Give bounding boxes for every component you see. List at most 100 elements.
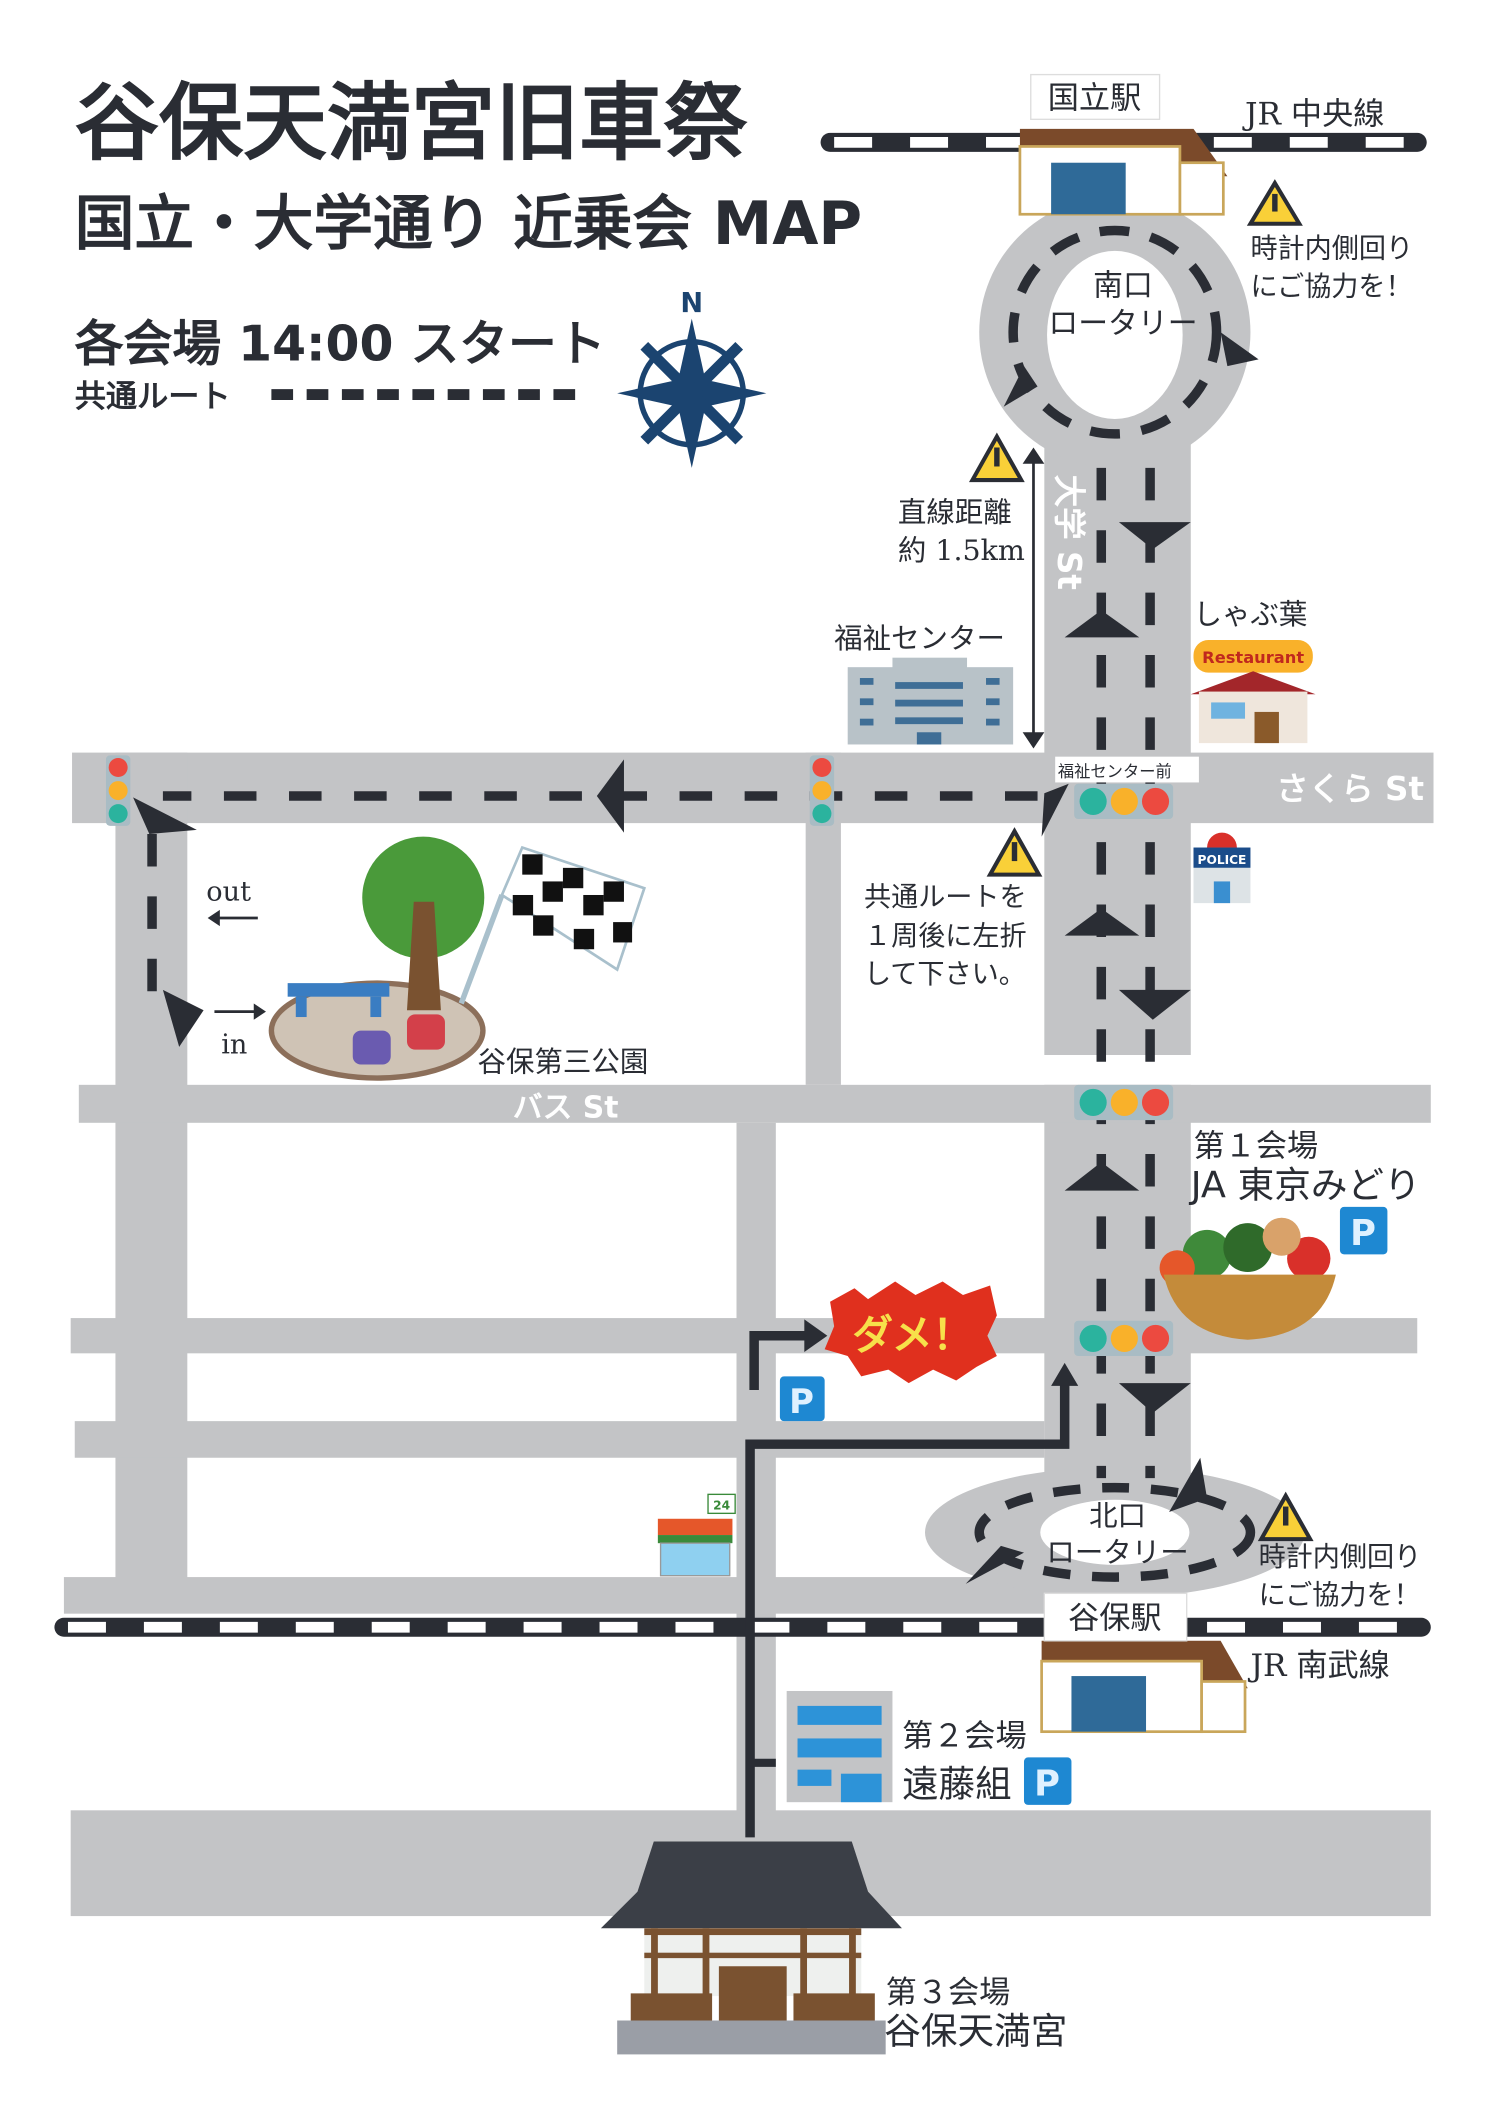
yaho-station-icon [1040, 1640, 1248, 1734]
route-markings [133, 225, 1259, 1584]
route-note-line-1: 共通ルートを [864, 882, 1027, 913]
arrow-up-icon [1051, 1362, 1079, 1386]
north-rotary-note-2: にご協力を！ [1259, 1580, 1421, 1611]
vegetable-basket-icon [1159, 1217, 1336, 1340]
south-rotary-label: 南口 [1093, 269, 1153, 304]
police-station-icon: POLICE [1193, 832, 1251, 904]
traffic-light-icon [1074, 1320, 1174, 1357]
warning-icon [1257, 1491, 1314, 1542]
park-label: 谷保第三公園 [478, 1045, 649, 1078]
checkered-flag-icon [458, 845, 647, 1005]
south-rotary-note-2: にご協力を！ [1250, 272, 1412, 303]
traffic-light-icon [809, 755, 835, 826]
chuo-line-label: JR 中央線 [1242, 97, 1384, 133]
arrow-up-icon [1064, 610, 1140, 638]
common-route-legend-label: 共通ルート [75, 379, 231, 415]
page-title: 谷保天満宮旧車祭 [75, 74, 748, 172]
daigaku-street-north [1044, 406, 1191, 1055]
convenience-store-icon: 24 [657, 1493, 736, 1577]
office-building-icon [786, 1690, 893, 1803]
traffic-light-icon [105, 755, 131, 826]
venue-3-name: 谷保天満宮 [884, 2010, 1067, 2053]
park-out-label: out [206, 876, 251, 907]
park-icon [268, 836, 486, 1081]
venue-1-number: 第１会場 [1193, 1129, 1318, 1165]
sakura-street [72, 752, 1434, 824]
restaurant-sign-text: Restaurant [1202, 648, 1304, 667]
arrow-left-icon [596, 759, 624, 833]
compass-north-label: N [680, 288, 703, 319]
venue-3-number: 第３会場 [886, 1975, 1011, 2011]
arrow-icon [965, 1545, 1024, 1584]
arrow-up-icon [1064, 1162, 1140, 1191]
compass-rose-icon: N [617, 288, 767, 468]
office-building-icon [847, 657, 1014, 745]
no-entry-label: ダメ！ [852, 1311, 973, 1359]
route-note-line-3: して下さい。 [864, 959, 1026, 990]
yaho-station-name: 谷保駅 [1068, 1601, 1162, 1637]
north-rotary-label: 北口 [1089, 1500, 1146, 1533]
restaurant-icon: Restaurant [1190, 640, 1316, 744]
shrine-access-street [736, 1122, 776, 1815]
traffic-light-icon [1074, 783, 1174, 820]
warning-icon [1246, 179, 1303, 226]
arrow-left-icon [207, 909, 258, 927]
side-street-1 [70, 1318, 1418, 1354]
warning-icon [986, 827, 1043, 877]
arrow-icon [1220, 332, 1259, 367]
north-rotary-route [974, 1482, 1256, 1582]
parking-access-path [745, 1319, 1079, 1838]
distance-label: 直線距離 [898, 496, 1012, 529]
venue-1-parking: P [1350, 1213, 1376, 1254]
park-in-label: in [221, 1030, 247, 1061]
arrow-up-icon [1064, 908, 1140, 936]
arrow-down-icon [162, 989, 204, 1047]
arrow-right-icon [214, 1003, 266, 1020]
daigaku-street-label: 大学 St [1050, 475, 1088, 590]
side-street-3 [63, 1577, 1045, 1614]
kunitachi-station-name: 国立駅 [1048, 80, 1142, 116]
parking-icon: P [1023, 1757, 1072, 1805]
kunitachi-station-icon [1018, 128, 1228, 216]
north-rotary-note: 時計内側回り [1259, 1542, 1422, 1573]
venue-2-number: 第２会場 [902, 1719, 1027, 1755]
venue-2-name: 遠藤組 [902, 1763, 1012, 1806]
yaho-station-sign [1043, 1592, 1188, 1642]
arrow-right-icon [804, 1319, 828, 1352]
shabu-yo-label: しゃぶ葉 [1193, 598, 1307, 631]
venue-1-name: JA 東京みどり [1189, 1163, 1421, 1206]
venue-2-parking: P [1034, 1763, 1060, 1804]
welfare-center-label: 福祉センター [834, 622, 1005, 655]
south-rotary-route [1008, 225, 1222, 439]
arrow-turn-icon [133, 797, 197, 834]
arrow-icon [1169, 1457, 1208, 1512]
police-sign-text: POLICE [1198, 853, 1247, 867]
convenience-store-sign: 24 [713, 1498, 730, 1512]
parking-icon: P [1339, 1206, 1388, 1255]
shrine-icon [600, 1841, 902, 2055]
page-subtitle: 国立・大学通り 近乗会 MAP [75, 190, 862, 259]
arrow-down-icon [1118, 989, 1191, 1020]
no-entry-burst-icon: ダメ！ [824, 1281, 997, 1384]
south-rotary-note: 時計内側回り [1250, 234, 1413, 265]
nambu-line-label: JR 南武線 [1247, 1648, 1389, 1684]
south-rotary-label-2: ロータリー [1048, 307, 1197, 342]
arrow-down-icon [1118, 522, 1191, 550]
bus-street-label: バス St [513, 1090, 619, 1125]
start-time: 各会場 14:00 スタート [75, 316, 606, 373]
traffic-light-icon [1074, 1084, 1174, 1121]
distance-double-arrow-icon [1022, 447, 1045, 749]
parking-lot-label: P [789, 1382, 814, 1421]
bus-street [78, 1084, 1431, 1123]
distance-value: 約 1.5km [898, 534, 1025, 567]
parking-icon: P [779, 1376, 825, 1422]
welfare-center-stop-label: 福祉センター前 [1058, 762, 1172, 781]
arrow-down-icon [1118, 1383, 1191, 1413]
warning-icon [968, 432, 1025, 483]
welfare-center-stop-sign [1055, 756, 1199, 783]
sakura-street-label: さくら St [1276, 770, 1424, 808]
north-rotary-island [1040, 1499, 1190, 1565]
route-note-line-2: １周後に左折 [864, 921, 1027, 952]
railway-nambu-line [54, 1617, 1431, 1637]
